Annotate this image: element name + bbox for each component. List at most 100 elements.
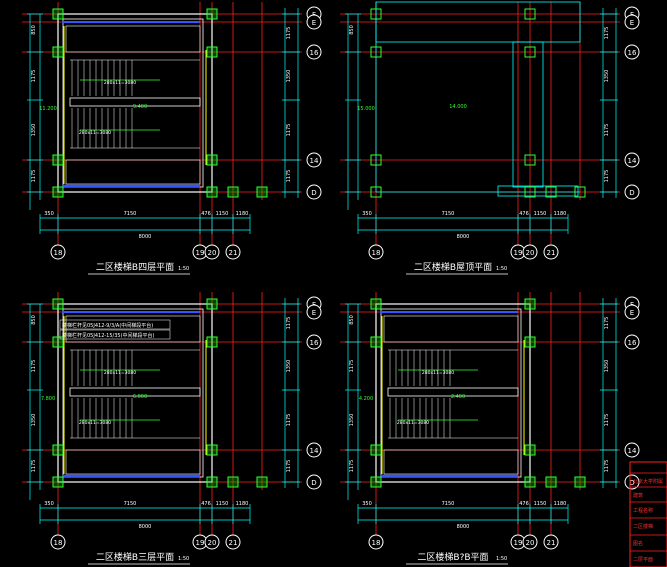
dimension-text-bottom-4: 1180 <box>554 501 567 507</box>
dimension-text-left-1: 1175 <box>31 70 37 83</box>
title-block-text-3: 二区楼梯 <box>633 523 653 530</box>
plan-scale: 1:50 <box>178 266 189 272</box>
grid-bubble-19-label: 19 <box>514 249 523 257</box>
stair-landing-bottom <box>383 449 519 475</box>
structural-column-7 <box>206 186 218 198</box>
note-text-1: 楼梯栏杆见05J412-15/35(中间梯段平台) <box>62 332 155 339</box>
dimension-text-bottom-4: 1180 <box>554 211 567 217</box>
grid-bubble-16-circle <box>624 44 640 60</box>
floor-level-mark-1: 14.000 <box>449 104 467 110</box>
stair-shaft-wall-outer <box>375 303 531 483</box>
dimension-text-left-2: 1350 <box>349 414 355 427</box>
structural-column-9 <box>574 476 586 488</box>
title-block-text-0: 北京大学附属 <box>633 478 663 485</box>
dimension-text-left-0: 850 <box>31 25 37 35</box>
dimension-text-right-0: 1175 <box>604 317 610 330</box>
grid-bubble-21-circle <box>225 534 241 550</box>
dimension-text-bottom-0: 350 <box>44 501 54 507</box>
dimension-text-left-0: 850 <box>349 315 355 325</box>
structural-column-1 <box>370 336 382 348</box>
grid-bubble-16-label: 16 <box>628 339 637 347</box>
structural-column-5 <box>206 46 218 58</box>
dimension-text-right-2: 1175 <box>286 124 292 137</box>
grid-bubble-E-circle <box>306 14 322 30</box>
dimension-text-left-1: 1175 <box>31 360 37 373</box>
dimension-text-right-3: 1175 <box>286 170 292 183</box>
grid-bubble-14-label: 14 <box>310 157 319 165</box>
stair-landing-bottom <box>65 449 201 475</box>
dimension-text-bottom-0: 350 <box>362 501 372 507</box>
grid-bubble-20-circle <box>204 244 220 260</box>
stair-step-label-0: 280x11=3080 <box>79 420 111 426</box>
roof-parapet <box>375 1 581 43</box>
structural-column-5 <box>524 46 536 58</box>
dimension-text-right-0: 1175 <box>286 317 292 330</box>
structural-column-7 <box>524 476 536 488</box>
dimension-text-bottom-2: 476 <box>519 501 529 507</box>
grid-bubble-20-circle <box>522 534 538 550</box>
plan-title: 二区楼梯B?B平面 <box>417 551 488 563</box>
floor-level-mark-0: 15.000 <box>357 106 375 112</box>
grid-bubble-E-label: E <box>312 309 316 317</box>
note-text-0: 楼梯栏杆见05J412-9/3/A(中间梯段平台) <box>62 322 153 329</box>
grid-bubble-20-label: 20 <box>526 249 535 257</box>
dimension-text-right-2: 1175 <box>604 414 610 427</box>
structural-column-3 <box>370 476 382 488</box>
dimension-text-bottom-3: 1150 <box>534 211 547 217</box>
stair-step-label-1: 280x11=3080 <box>422 370 454 376</box>
dimension-text-bottom-2: 476 <box>201 211 211 217</box>
dimension-text-right-1: 1350 <box>286 360 292 373</box>
stair-center-well <box>387 387 519 397</box>
grid-bubble-E-circle <box>624 304 640 320</box>
stair-center-well <box>69 97 201 107</box>
floor-level-mark-1: 6.000 <box>133 394 147 400</box>
structural-column-9 <box>574 186 586 198</box>
dimension-text-bottom-3: 1150 <box>216 211 229 217</box>
grid-bubble-18-circle <box>50 244 66 260</box>
title-block-text-4: 图名 <box>633 540 643 547</box>
dimension-text-left-2: 1350 <box>31 414 37 427</box>
structural-column-8 <box>545 476 557 488</box>
structural-column-8 <box>227 476 239 488</box>
dimension-text-bottom-1: 7150 <box>124 211 137 217</box>
grid-bubble-18-circle <box>368 244 384 260</box>
grid-bubble-18-circle <box>368 534 384 550</box>
structural-column-6 <box>524 444 536 456</box>
grid-bubble-14-circle <box>624 152 640 168</box>
structural-column-5 <box>524 336 536 348</box>
stair-shaft-wall-outer <box>57 303 213 483</box>
grid-bubble-20-circle <box>522 244 538 260</box>
dimension-text-right-1: 1350 <box>604 360 610 373</box>
dimension-text-bottom-total: 8000 <box>139 524 152 530</box>
grid-bubble-16-circle <box>624 334 640 350</box>
dimension-text-right-1: 1350 <box>286 70 292 83</box>
structural-column-6 <box>524 154 536 166</box>
dimension-text-left-2: 1350 <box>31 124 37 137</box>
grid-bubble-21-label: 21 <box>229 249 238 257</box>
roof-base <box>497 185 579 197</box>
structural-column-0 <box>52 298 64 310</box>
dimension-text-bottom-0: 350 <box>362 211 372 217</box>
grid-bubble-14-label: 14 <box>628 447 637 455</box>
stair-step-label-1: 280x11=3080 <box>104 370 136 376</box>
grid-bubble-14-circle <box>624 442 640 458</box>
dimension-text-bottom-1: 7150 <box>442 501 455 507</box>
floor-level-mark-0: 4.200 <box>359 396 373 402</box>
dimension-text-left-1: 1175 <box>349 360 355 373</box>
structural-column-1 <box>370 46 382 58</box>
grid-bubble-E-circle <box>306 304 322 320</box>
dimension-text-left-0: 850 <box>349 25 355 35</box>
title-block-text-5: 二层平面 <box>633 557 653 563</box>
structural-column-2 <box>370 444 382 456</box>
grid-bubble-16-label: 16 <box>310 339 319 347</box>
dimension-text-left-3: 1175 <box>349 460 355 473</box>
floor-level-mark-1: 2.400 <box>451 394 465 400</box>
dimension-text-bottom-0: 350 <box>44 211 54 217</box>
structural-column-2 <box>52 444 64 456</box>
dimension-text-bottom-2: 476 <box>201 501 211 507</box>
plan-scale: 1:50 <box>496 556 507 562</box>
stair-landing-top <box>65 25 201 53</box>
dimension-text-bottom-4: 1180 <box>236 211 249 217</box>
